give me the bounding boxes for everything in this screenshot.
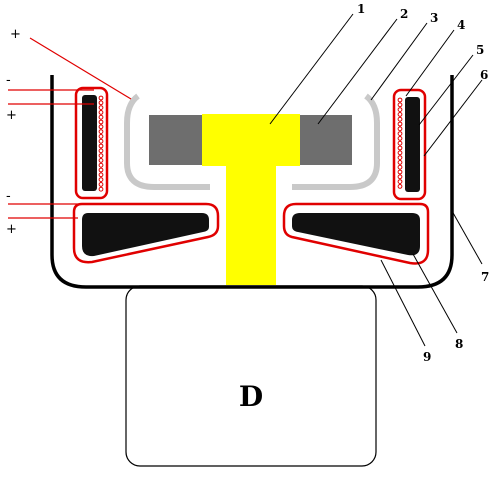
winding-dot	[98, 177, 104, 183]
winding-dot	[98, 138, 104, 144]
sign-upper-minus: -	[6, 73, 11, 88]
winding-dot	[98, 95, 104, 101]
winding-dot	[397, 97, 403, 103]
lead-line-top	[29, 37, 132, 100]
winding-dot	[397, 112, 403, 117]
winding-dot	[98, 134, 104, 139]
winding-dot	[98, 182, 104, 187]
callout-5: 5	[476, 43, 484, 57]
callout-8: 8	[455, 337, 463, 351]
sign-upper-plus: +	[6, 108, 17, 123]
winding-dot	[98, 110, 104, 115]
winding-dot	[98, 129, 104, 135]
winding-dot	[98, 158, 104, 163]
winding-dot	[397, 145, 403, 151]
winding-dot	[98, 172, 104, 178]
winding-dot	[397, 121, 403, 127]
coil-upper-left-body	[82, 95, 97, 191]
gray-block-right	[300, 115, 352, 165]
leader-2	[317, 18, 398, 125]
winding-dot	[98, 100, 104, 106]
core-top	[202, 114, 300, 166]
callout-6: 6	[480, 68, 488, 82]
winding-dot	[397, 184, 403, 189]
callout-leaders	[269, 13, 483, 347]
winding-dot	[397, 136, 403, 141]
winding-dot	[397, 169, 403, 175]
winding-dot	[397, 179, 403, 185]
coil-upper-right-body	[405, 97, 420, 192]
winding-dot	[397, 102, 403, 108]
callout-7: 7	[481, 270, 489, 284]
box-d-label: D	[239, 380, 263, 413]
cup-left	[124, 93, 210, 190]
coil-upper-left-windings	[98, 95, 104, 192]
callout-2: 2	[400, 7, 408, 21]
winding-dot	[98, 124, 104, 130]
winding-dot	[98, 105, 104, 110]
winding-dot	[98, 186, 104, 192]
box-d	[125, 285, 377, 467]
leader-9	[380, 259, 426, 347]
winding-dot	[397, 160, 403, 165]
winding-dot	[98, 153, 104, 159]
leader-5	[418, 54, 474, 126]
winding-dot	[98, 119, 104, 125]
winding-dot	[98, 148, 104, 154]
leader-4	[405, 29, 455, 97]
coil-upper-right-windings	[397, 97, 403, 189]
leader-3	[370, 22, 428, 101]
winding-dot	[98, 143, 104, 149]
coil-lower-left-body	[82, 213, 209, 257]
gray-block-left	[149, 115, 202, 165]
sign-lower-minus: -	[6, 189, 11, 204]
coil-lower-right-body	[292, 213, 420, 256]
winding-dot	[98, 162, 104, 168]
leader-1	[269, 13, 354, 125]
leader-6	[423, 79, 483, 157]
leader-7	[451, 210, 483, 265]
winding-dot	[397, 174, 403, 180]
winding-dot	[397, 155, 403, 161]
winding-dot	[397, 126, 403, 132]
leader-8	[412, 253, 458, 334]
winding-dot	[397, 140, 403, 146]
sign-lower-plus: +	[6, 222, 17, 237]
winding-dot	[397, 164, 403, 170]
cup-right	[292, 93, 380, 190]
winding-dot	[98, 114, 104, 120]
callout-9: 9	[423, 350, 431, 364]
callout-4: 4	[457, 18, 465, 32]
winding-dot	[397, 131, 403, 137]
winding-dot	[397, 116, 403, 122]
sign-top-lead: +	[10, 27, 21, 42]
winding-dot	[397, 150, 403, 156]
callout-1: 1	[357, 2, 365, 16]
outer-vessel	[50, 75, 454, 289]
callout-3: 3	[430, 11, 438, 25]
core-stem	[226, 166, 276, 285]
winding-dot	[98, 167, 104, 173]
winding-dot	[397, 107, 403, 112]
